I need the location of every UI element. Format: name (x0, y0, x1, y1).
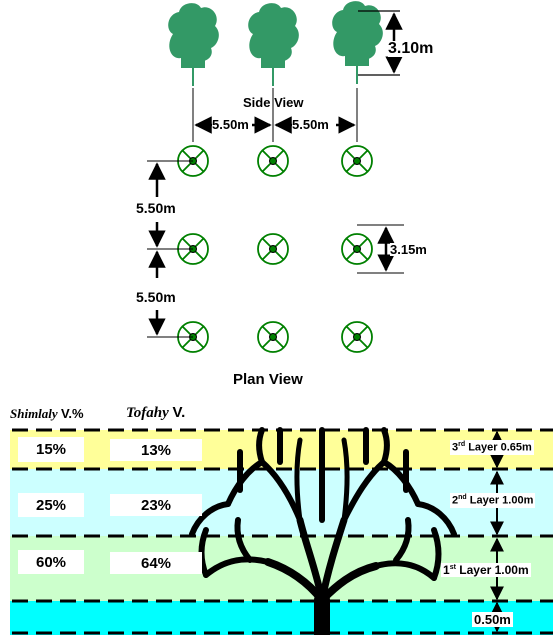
plan-tree (341, 321, 373, 353)
side-tree-3 (331, 0, 384, 85)
shimlaly-layer-2-value: 25% (18, 493, 84, 517)
spacing-label-right: 5.50m (292, 117, 329, 132)
plan-tree (257, 233, 289, 265)
tofahy-layer-2-value: 23% (110, 494, 202, 516)
shimlaly-header: Shimlaly V.% (10, 406, 84, 421)
row-spacing-dimension (147, 160, 193, 338)
tofahy-layer-1-value: 64% (110, 552, 202, 574)
layer-3-label: 3rd Layer 0.65m (450, 440, 534, 455)
layer-2-label: 2nd Layer 1.00m (450, 493, 536, 508)
side-tree-1 (167, 2, 220, 87)
shimlaly-layer-3-value: 15% (18, 437, 84, 462)
plan-view-title: Plan View (233, 371, 303, 388)
row-spacing-label-2: 5.50m (136, 289, 176, 305)
shimlaly-layer-1-value: 60% (18, 550, 84, 574)
tofahy-layer-3-value: 13% (110, 439, 202, 461)
plan-tree (257, 145, 289, 177)
root-tree-silhouette (189, 427, 457, 635)
spacing-label-left: 5.50m (212, 117, 249, 132)
side-tree-2 (247, 2, 300, 87)
bottom-layer-label: 0.50m (472, 612, 513, 627)
layer-1-label: 1st Layer 1.00m (441, 563, 531, 577)
row-spacing-label-1: 5.50m (136, 200, 176, 216)
plan-tree (341, 233, 373, 265)
tofahy-header: Tofahy V. (126, 404, 186, 421)
plan-tree (257, 321, 289, 353)
canopy-dimension (357, 224, 404, 274)
plan-tree (341, 145, 373, 177)
side-view-title: Side View (243, 95, 304, 110)
bottom-band (10, 601, 553, 635)
canopy-diameter-label: 3.15m (390, 242, 427, 257)
tree-height-label: 3.10m (388, 40, 434, 57)
plan-tree-grid (177, 145, 373, 353)
